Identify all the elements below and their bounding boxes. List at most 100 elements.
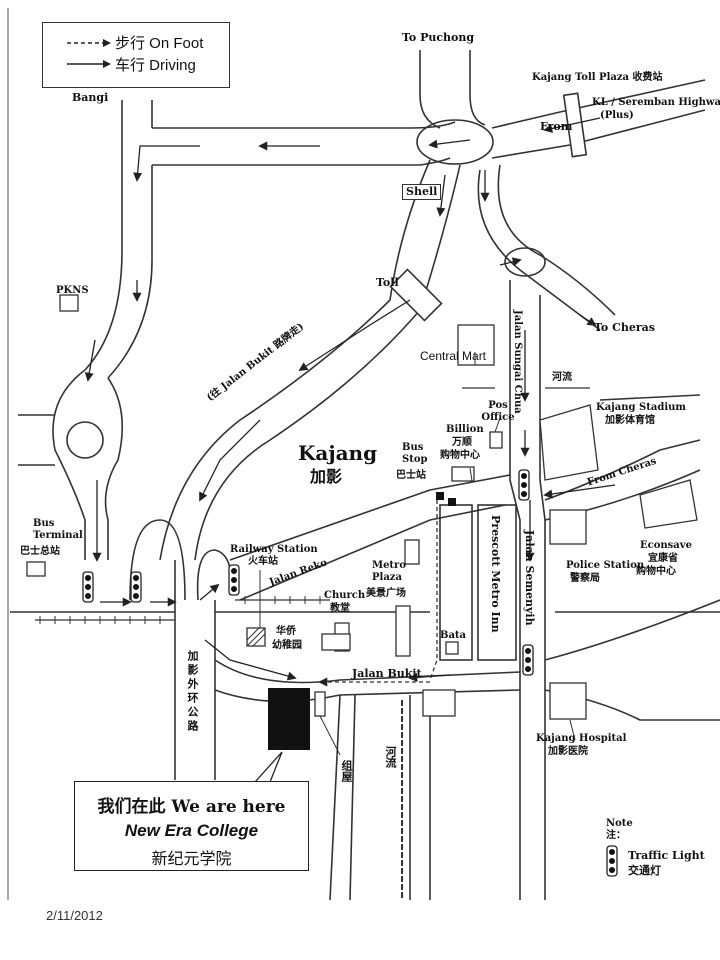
kajang-toll-booth — [562, 92, 588, 158]
label-note: Note — [606, 818, 633, 829]
legend-on-foot: 步行 On Foot — [115, 35, 204, 52]
billion-leader — [469, 467, 473, 482]
label-kajang-stadium: Kajang Stadium — [596, 402, 686, 413]
police-building — [549, 509, 587, 545]
driving-arrows — [84, 117, 616, 682]
legend-lines — [67, 39, 111, 68]
callout-line1: 我们在此 We are here — [97, 797, 286, 817]
label-central-mart: Central Mart — [420, 349, 487, 363]
label-ring-road-cn: 加影外环公路 — [186, 650, 199, 734]
label-kajang-hospital: Kajang Hospital — [536, 733, 627, 744]
map-canvas — [7, 8, 720, 900]
footer-date: 2/11/2012 — [46, 908, 103, 923]
label-river-top: 河流 — [552, 372, 572, 383]
sungai-chua-left — [509, 280, 521, 900]
label-church-cn: 教堂 — [330, 603, 350, 614]
stadium-building — [539, 404, 599, 481]
label-bus-terminal-cn: 巴士总站 — [20, 546, 60, 557]
label-note-cn: 注： — [606, 830, 626, 841]
label-traffic-light: Traffic Light — [628, 849, 705, 862]
traffic-lights — [82, 469, 618, 877]
label-billion-cn2: 购物中心 — [440, 450, 480, 461]
cheras-loop — [504, 247, 546, 277]
bangi-road-left — [84, 100, 123, 371]
railway-tracks — [35, 599, 330, 621]
top-road-upper — [152, 121, 456, 129]
we-are-here-callout: 我们在此 We are here New Era College 新纪元学院 — [74, 781, 309, 871]
label-railway-station-cn: 火车站 — [248, 556, 278, 567]
label-bus-stop-cn: 巴士站 — [396, 470, 426, 481]
bus-stop-marker-2 — [448, 498, 456, 506]
label-econsave-cn2: 购物中心 — [636, 566, 676, 577]
label-to-cheras: To Cheras — [594, 321, 655, 334]
block-south — [422, 689, 456, 717]
traffic-light-icon — [228, 564, 240, 596]
roads — [10, 50, 720, 900]
label-toll: Toll — [376, 276, 399, 289]
shophouse-leader — [319, 715, 341, 756]
traffic-light-icon — [606, 845, 618, 877]
label-police-station-cn: 警察局 — [570, 573, 600, 584]
label-billion-cn1: 万顺 — [452, 437, 472, 448]
callout-college-name-cn: 新纪元学院 — [151, 849, 232, 868]
highway-lower — [491, 109, 706, 159]
label-billion: Billion — [446, 424, 484, 435]
label-river-bottom: 河流 — [384, 746, 397, 768]
label-kindergarten-cn2: 幼稚园 — [272, 640, 302, 651]
label-kajang-stadium-cn: 加影体育馆 — [605, 415, 655, 426]
label-econsave: Econsave — [640, 540, 692, 551]
label-pos-office: Pos Office — [481, 400, 515, 423]
pkns-building — [59, 294, 79, 312]
jalan-reko-lower — [239, 504, 506, 601]
traffic-light-icon — [522, 644, 534, 676]
north-roundabout — [416, 119, 494, 165]
south-road-left — [329, 694, 341, 900]
hospital-leader — [569, 719, 576, 741]
billion-building — [451, 466, 475, 482]
label-shophouse-cn: 组屋 — [340, 760, 353, 782]
label-church: Church — [324, 590, 366, 601]
semenyih-curve — [544, 599, 720, 661]
label-shell: Shell — [402, 184, 442, 200]
label-metro-plaza: Metro Plaza — [372, 560, 406, 583]
railway-loop — [196, 549, 232, 601]
stadium-road — [599, 394, 701, 401]
legend-driving: 车行 Driving — [115, 57, 196, 74]
jalan-bukit-lower — [214, 689, 521, 703]
central-mart-building — [457, 324, 495, 366]
south-road-right — [349, 694, 356, 900]
label-bata: Bata — [440, 630, 467, 641]
top-road-lower — [152, 157, 451, 166]
traffic-light-icon — [130, 571, 142, 603]
traffic-light-icon — [518, 469, 530, 501]
label-kl-seremban: KL / Seremban Highway — [592, 97, 720, 108]
callout-pointer — [254, 751, 283, 783]
label-prescott: Prescott Metro Inn — [489, 515, 502, 633]
econsave-building — [639, 479, 698, 529]
river-bridge — [395, 605, 411, 657]
label-traffic-light-cn: 交通灯 — [628, 864, 661, 877]
label-jalan-bukit: Jalan Bukit — [352, 667, 422, 680]
pos-leader — [494, 417, 501, 433]
new-era-college-building — [268, 688, 310, 750]
label-kajang: Kajang — [298, 441, 378, 465]
bus-stop-marker — [436, 492, 444, 500]
label-kajang-cn: 加影 — [310, 467, 343, 486]
bata-building — [445, 641, 459, 655]
walking-route — [318, 500, 438, 687]
pkns-roundabout-inner — [66, 421, 104, 459]
map-legend: 步行 On Foot 车行 Driving — [42, 22, 230, 88]
label-jalan-sungai-chua: Jalan Sungai Chua — [512, 310, 523, 414]
bangi-road-right — [107, 165, 153, 379]
sungai-chua-right — [539, 295, 546, 900]
label-plus: (Plus) — [600, 110, 634, 121]
label-bangi: Bangi — [72, 91, 109, 104]
label-bus-terminal: Bus Terminal — [33, 518, 83, 541]
pos-office-building — [489, 431, 503, 449]
cheras-road-inner — [497, 164, 616, 316]
jalan-bukit-upper — [214, 659, 521, 684]
label-pkns: PKNS — [56, 285, 89, 296]
pkns-road-right — [104, 377, 123, 560]
label-police-station: Police Station — [566, 560, 645, 571]
label-kajang-toll: Kajang Toll Plaza 收费站 — [532, 72, 663, 83]
